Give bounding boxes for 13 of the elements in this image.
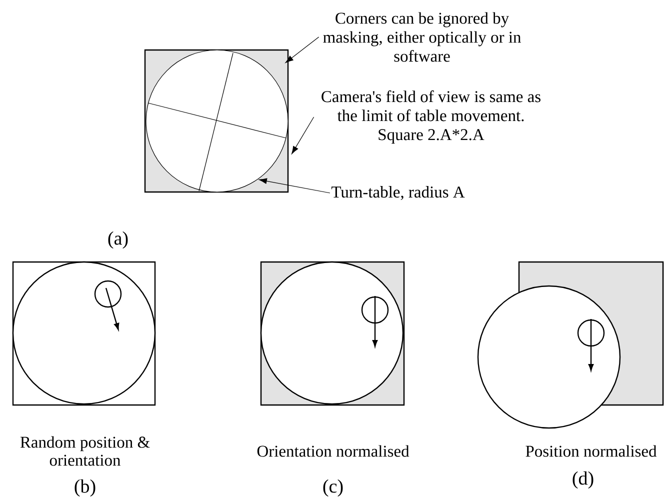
panel-label: (a) [108, 231, 128, 249]
annotation-text: Camera's field of view is same as the limit of table movement. Square 2.A*2.A [322, 90, 540, 144]
leader-line [292, 116, 314, 154]
caption-text: Orientation normalised [257, 445, 410, 457]
annotation-text: Turn-table, radius A [331, 186, 465, 200]
panel-label: (d) [572, 471, 594, 489]
leader-line [285, 36, 320, 63]
annotation-text: Corners can be ignored by masking, either optically or in software [323, 12, 521, 62]
panel-label: (b) [74, 479, 96, 497]
caption-text: Position normalised [526, 445, 657, 457]
leader-line [258, 178, 330, 194]
caption-text: Random position & orientation [20, 436, 150, 466]
panel-label: (c) [323, 479, 343, 497]
